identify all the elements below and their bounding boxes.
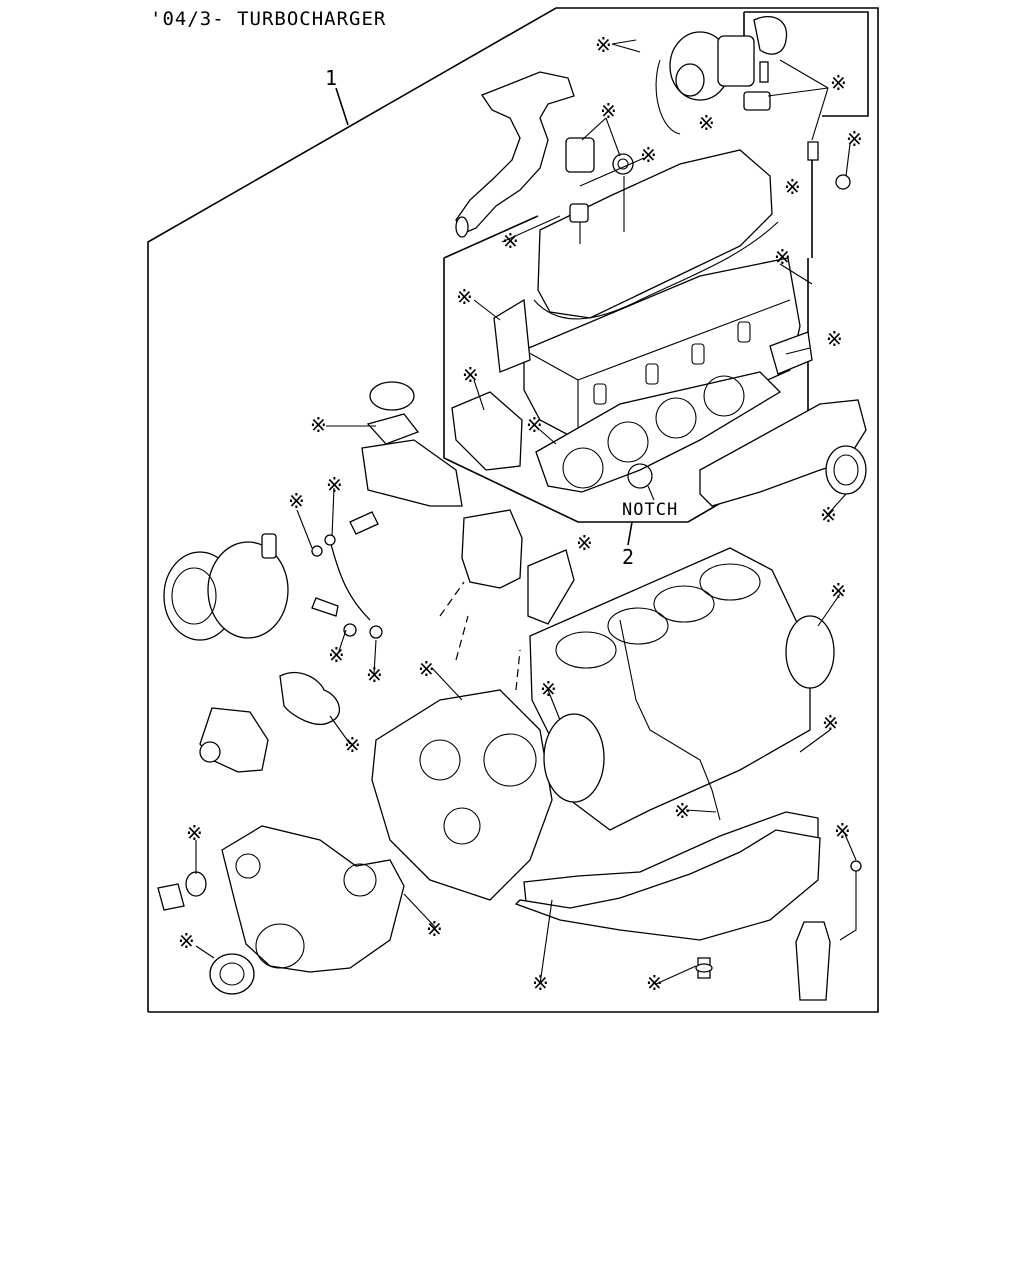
asterisk-callout-icon: ※ [774,245,791,269]
asterisk-callout-icon: ※ [526,413,543,437]
oil-pan [514,829,821,941]
asterisk-callout-icon: ※ [310,413,327,437]
asterisk-callout-icon: ※ [576,531,593,555]
asterisk-callout-icon: ※ [426,917,443,941]
kit-1-leader [335,87,349,126]
turbo-inset-box [744,11,869,117]
asterisk-callout-icon: ※ [640,143,657,167]
asterisk-callout-icon: ※ [328,643,345,667]
asterisk-callout-icon: ※ [532,971,549,995]
oil-pipe-stud [807,141,819,161]
asterisk-callout-icon: ※ [822,711,839,735]
asterisk-markers: ※ ※ ※ ※ ※ ※ ※ ※ ※ ※ ※ ※ ※ ※ ※ ※ ※ ※ ※ ※ … [178,33,863,995]
intake-manifold [699,399,867,507]
asterisk-callout-icon: ※ [344,733,361,757]
bolts-and-washers [311,511,383,639]
exhaust-pipe [455,71,634,238]
front-oil-seal [209,953,255,995]
thermostat-housing [361,381,463,507]
asterisk-callout-icon: ※ [646,971,663,995]
head-cover [533,149,779,320]
asterisk-callout-icon: ※ [784,175,801,199]
page-title: '04/3- TURBOCHARGER [150,8,387,30]
oil-filler-cap [157,883,185,911]
kit-1-boundary [147,7,879,1013]
asterisk-callout-icon: ※ [418,657,435,681]
asterisk-callout-icon: ※ [830,71,847,95]
water-pump [199,707,269,773]
asterisk-callout-icon: ※ [674,799,691,823]
rear-oil-seal [785,615,835,689]
asterisk-callout-icon: ※ [600,99,617,123]
asterisk-callout-icon: ※ [834,819,851,843]
asterisk-callout-icon: ※ [288,489,305,513]
head-gasket [535,371,782,493]
block-o-ring [543,713,605,803]
oil-cooler [461,509,523,589]
asterisk-callout-icon: ※ [826,327,843,351]
asterisk-callout-icon: ※ [456,285,473,309]
kit-2-label: 2 [622,545,635,569]
oil-cooler-gasket [527,549,575,625]
oil-filter [795,921,831,1001]
front-cover [221,825,405,973]
asterisk-callout-icon: ※ [186,821,203,845]
kit-2-leader [627,521,633,546]
asterisk-callout-icon: ※ [595,33,612,57]
reference-dashes [439,581,521,691]
kit-1-label: 1 [325,66,338,90]
asterisk-callout-icon: ※ [830,579,847,603]
asterisk-callout-icon: ※ [366,663,383,687]
turbocharger [655,16,788,135]
callout-leaders [195,39,857,985]
asterisk-callout-icon: ※ [326,473,343,497]
oil-pipe-nut [835,174,851,190]
manifold-gasket-left [493,298,531,373]
gear-case [371,689,553,901]
alternator [163,533,289,641]
asterisk-callout-icon: ※ [698,111,715,135]
asterisk-callout-icon: ※ [178,929,195,953]
water-pump-gasket [279,671,340,725]
asterisk-callout-icon: ※ [462,363,479,387]
asterisk-callout-icon: ※ [502,229,519,253]
dipstick-guide [839,870,857,941]
thermostat-gasket [451,391,523,471]
asterisk-callout-icon: ※ [540,677,557,701]
notch-indicator [627,463,653,489]
notch-label: NOTCH [622,500,679,520]
asterisk-callout-icon: ※ [820,503,837,527]
asterisk-callout-icon: ※ [846,127,863,151]
